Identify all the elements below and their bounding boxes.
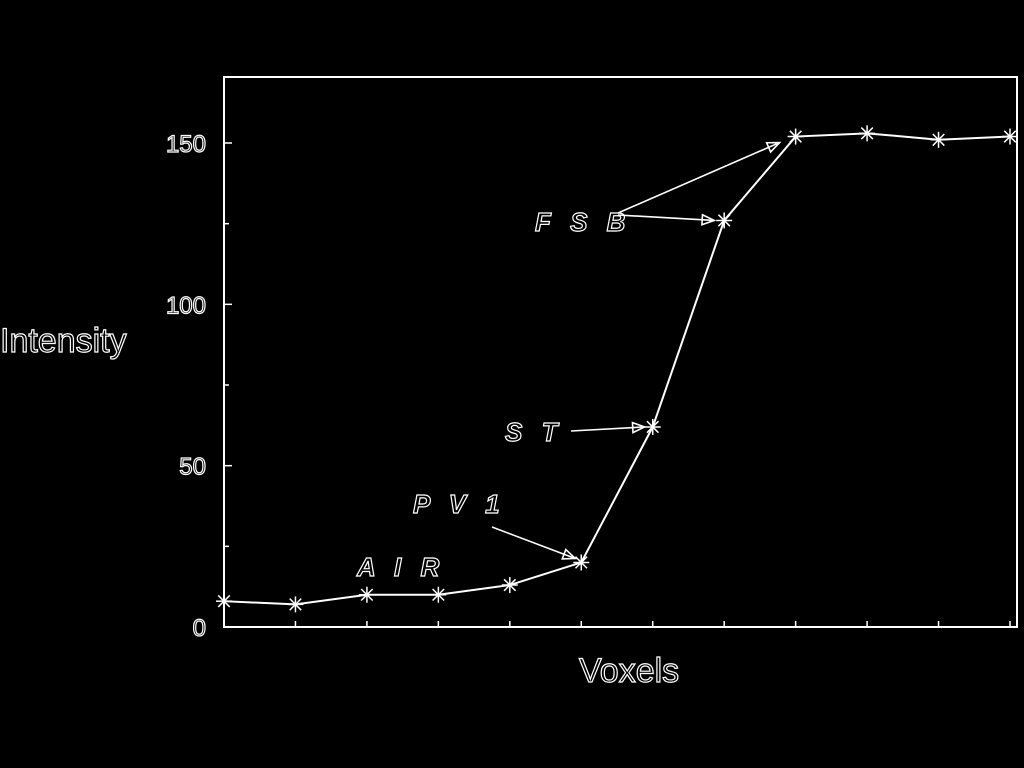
- y-tick-label: 0: [193, 615, 206, 642]
- arrow-head: [631, 421, 647, 434]
- axis-ticks: [223, 142, 1011, 628]
- arrow-head: [765, 141, 782, 154]
- annotation-fsb: F S B: [535, 207, 631, 237]
- data-point: [1002, 128, 1018, 145]
- markers-group: [216, 125, 1018, 613]
- arrow-head: [701, 213, 717, 226]
- y-tick-label: 50: [179, 454, 206, 481]
- y-tick-label: 150: [166, 131, 206, 158]
- arrow-line: [617, 141, 780, 214]
- series-group: [223, 132, 1011, 606]
- data-point: [287, 596, 304, 613]
- data-point: [930, 131, 947, 148]
- data-point: [216, 593, 232, 610]
- annotation-st: S T: [505, 417, 563, 447]
- y-tick-labels: 0 50 100 150: [165, 130, 206, 642]
- data-point: [716, 212, 733, 229]
- arrow-head: [561, 548, 578, 560]
- annotation-pv1: P V 1: [413, 489, 506, 519]
- data-point: [859, 125, 876, 142]
- annotation-arrows: [491, 141, 782, 560]
- y-axis-label: Intensity: [0, 322, 127, 360]
- arrow-line: [491, 526, 576, 560]
- y-tick-label: 100: [166, 292, 206, 319]
- annotation-air: A I R: [356, 552, 445, 582]
- data-point: [644, 418, 661, 435]
- arrow-line: [617, 214, 715, 222]
- data-point: [787, 128, 804, 145]
- series-line: [223, 132, 1011, 606]
- x-axis-label: Voxels: [579, 652, 679, 690]
- data-point: [430, 586, 447, 603]
- data-point: [358, 586, 375, 603]
- data-point: [573, 554, 590, 571]
- plot-frame: [223, 76, 1018, 628]
- data-point: [501, 577, 518, 594]
